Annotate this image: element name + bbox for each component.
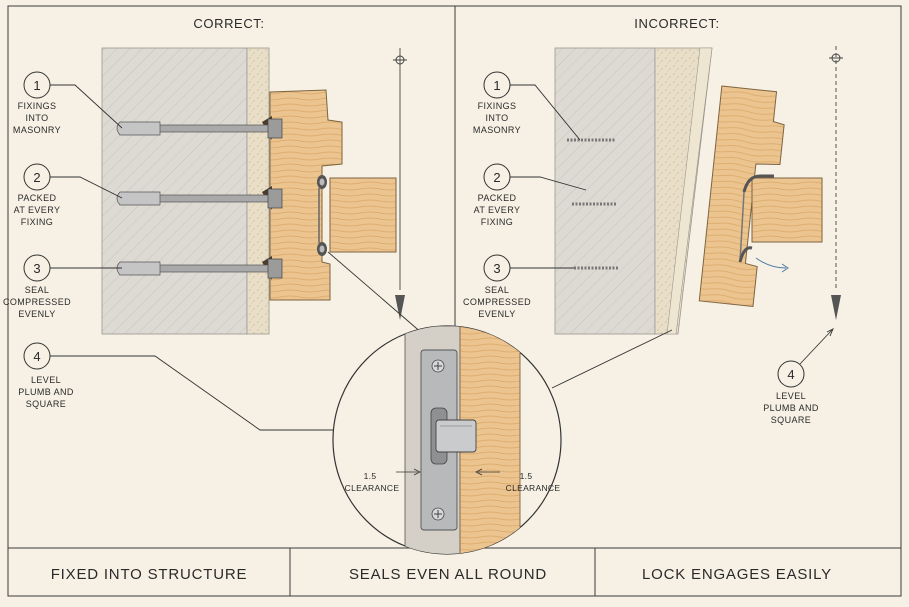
incorrect-callout-3: 3 SEAL COMPRESSED EVENLY [463,254,574,319]
correct-callout-1-line-3: MASONRY [13,125,61,135]
correct-callout-4-line-3: SQUARE [26,399,66,409]
detail-left-label: CLEARANCE [345,483,400,493]
detail-latch-tongue [435,419,477,453]
correct-callout-3-line-2: COMPRESSED [3,297,71,307]
correct-seal [317,175,327,256]
correct-callout-2-number: 2 [33,170,40,185]
detail-leader-left [327,251,431,341]
header-incorrect: INCORRECT: [634,16,719,31]
incorrect-callout-4-line-2: PLUMB AND [763,403,819,413]
correct-callout-4: 4 LEVEL PLUMB AND SQUARE [18,342,335,431]
correct-callout-2: 2 PACKED AT EVERY FIXING [14,163,123,227]
detail-leader-right [551,329,673,389]
detail-screw-icon-bottom [431,507,445,521]
correct-callout-4-number: 4 [33,349,40,364]
incorrect-masonry-wall [554,47,713,335]
correct-callout-4-line-1: LEVEL [31,375,61,385]
incorrect-callout-3-line-2: COMPRESSED [463,297,531,307]
correct-callout-1: 1 FIXINGS INTO MASONRY [13,71,123,135]
incorrect-fixing-screws [567,138,618,270]
correct-callout-1-line-2: INTO [26,113,49,123]
incorrect-callout-2-line-2: AT EVERY [474,205,521,215]
incorrect-sash [751,177,823,243]
incorrect-callout-1-line-3: MASONRY [473,125,521,135]
footer-lock-engages: LOCK ENGAGES EASILY [642,566,832,583]
incorrect-seal [738,174,789,273]
incorrect-callout-4: 4 LEVEL PLUMB AND SQUARE [763,328,834,425]
correct-callout-2-line-2: AT EVERY [14,205,61,215]
correct-plumb-line [393,48,407,320]
incorrect-window-frame [698,85,785,308]
correct-fixing-bolts [116,118,283,279]
incorrect-plumb-line [829,46,843,320]
correct-sash [329,177,397,253]
incorrect-callout-4-line-3: SQUARE [771,415,811,425]
detail-left-value: 1.5 [364,471,377,481]
correct-callout-1-number: 1 [33,78,40,93]
header-correct: CORRECT: [193,16,264,31]
incorrect-callout-2: 2 PACKED AT EVERY FIXING [474,163,587,227]
correct-callout-3-line-1: SEAL [25,285,50,295]
incorrect-callout-2-number: 2 [493,170,500,185]
correct-window-frame [269,89,343,301]
detail-magnifier: 1.5 CLEARANCE 1.5 CLEARANCE [332,325,562,555]
incorrect-callout-1: 1 FIXINGS INTO MASONRY [473,71,581,141]
incorrect-callout-1-number: 1 [493,78,500,93]
correct-callout-2-line-3: FIXING [21,217,53,227]
correct-callout-1-line-1: FIXINGS [18,101,57,111]
correct-masonry-wall [101,47,270,335]
correct-callout-2-line-1: PACKED [18,193,57,203]
correct-callout-3: 3 SEAL COMPRESSED EVENLY [3,254,122,319]
incorrect-callout-4-number: 4 [787,367,794,382]
detail-screw-icon-top [431,359,445,373]
correct-callout-4-line-2: PLUMB AND [18,387,74,397]
incorrect-callout-3-line-3: EVENLY [478,309,515,319]
incorrect-callout-4-line-1: LEVEL [776,391,806,401]
detail-right-label: CLEARANCE [506,483,561,493]
incorrect-callout-3-number: 3 [493,261,500,276]
detail-right-value: 1.5 [520,471,533,481]
correct-callout-3-line-3: EVENLY [18,309,55,319]
incorrect-callout-3-line-1: SEAL [485,285,510,295]
incorrect-callout-2-line-3: FIXING [481,217,513,227]
incorrect-callout-2-line-1: PACKED [478,193,517,203]
correct-callout-3-number: 3 [33,261,40,276]
footer-seals-even: SEALS EVEN ALL ROUND [349,566,547,583]
incorrect-callout-1-line-2: INTO [486,113,509,123]
footer-fixed-into-structure: FIXED INTO STRUCTURE [51,566,248,583]
incorrect-callout-1-line-1: FIXINGS [478,101,517,111]
